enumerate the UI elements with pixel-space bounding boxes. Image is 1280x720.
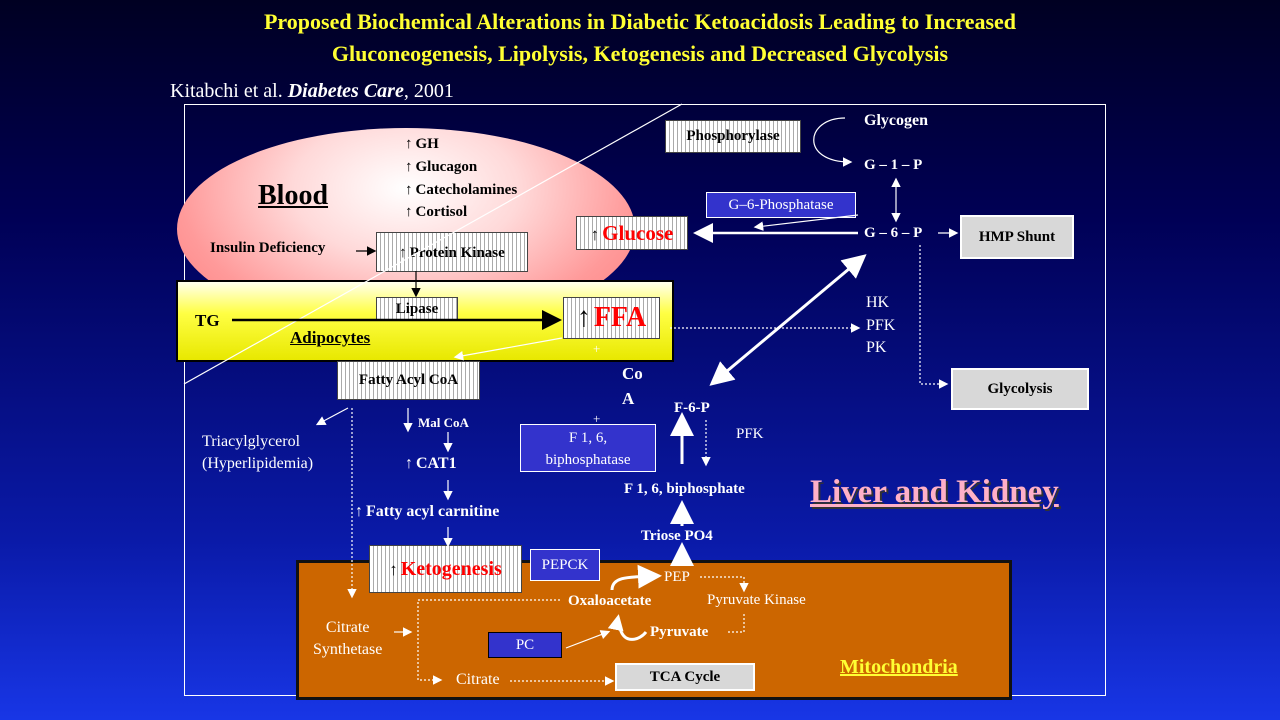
g6phosphatase-arrow [753, 214, 859, 231]
hormone-glucagon: ↑Glucagon [405, 159, 478, 175]
protein-kinase-box: ↑Protein Kinase [376, 232, 528, 272]
pep-label: PEP [664, 569, 690, 585]
hormone-gh: ↑GH [405, 136, 439, 152]
fatty-acyl-coa-to-tg-arrow [315, 407, 349, 426]
hyperlipidemia-label: (Hyperlipidemia) [202, 455, 314, 472]
tg-label: TG [195, 311, 220, 330]
f16-biphosphatase-line-1: F 1, 6, [568, 430, 608, 446]
pep-to-pyruvate-kinase-dotted [700, 576, 749, 593]
pfk-label: PFK [736, 426, 764, 442]
citation: Kitabchi et al. Diabetes Care, 2001 [170, 80, 454, 103]
fatty-acyl-coa-box: Fatty Acyl CoA [337, 361, 480, 400]
hmp-shunt-box: HMP Shunt [960, 215, 1074, 259]
tca-cycle-box: TCA Cycle [615, 663, 755, 691]
citation-journal: Diabetes Care [287, 80, 404, 102]
triose-po4-label: Triose PO4 [641, 528, 713, 544]
f16-biphosphatase-box: F 1, 6, biphosphatase [520, 424, 656, 472]
plus-sign-1: + [593, 341, 601, 356]
frame-diagonal-line [183, 103, 683, 385]
triacylglycerol-label: Triacylglycerol [202, 433, 301, 450]
up-arrow-icon: ↑ [405, 204, 413, 220]
cat1-label: ↑CAT1 [405, 455, 457, 472]
g1p-label: G – 1 – P [864, 157, 923, 173]
glycogen-label: Glycogen [864, 112, 928, 129]
insulin-deficiency: Insulin Deficiency [210, 240, 326, 256]
pyruvate-label: Pyruvate [650, 624, 709, 640]
citrate-synthetase-line-2: Synthetase [313, 641, 383, 658]
enzyme-pfk: PFK [866, 317, 896, 334]
up-arrow-icon: ↑ [590, 225, 600, 244]
pepck-box: PEPCK [530, 549, 600, 581]
enzyme-hk: HK [866, 294, 890, 311]
coa-label-a: A [622, 389, 635, 408]
pyruvate-kinase-label: Pyruvate Kinase [707, 592, 806, 608]
citrate-synthetase-line-1: Citrate [325, 619, 370, 636]
pyruvate-loop-curve [618, 627, 648, 641]
hormone-cortisol: ↑Cortisol [405, 204, 468, 220]
enzyme-pk: PK [866, 339, 887, 356]
ffa-to-fatty-acyl-coa-arrow [453, 337, 563, 361]
glycogen-to-g1p-curve [813, 117, 853, 167]
pc-to-pyruvate-arrow [565, 630, 611, 649]
adipocytes-label: Adipocytes [290, 328, 371, 347]
up-arrow-icon: ↑ [405, 159, 413, 175]
f16-biphosphate-label: F 1, 6, biphosphate [624, 481, 745, 497]
up-arrow-icon: ↑ [389, 560, 398, 579]
pyruvate-kinase-to-pyruvate-dotted [728, 614, 745, 633]
citrate-synthetase-label: Citrate Synthetase [313, 617, 382, 661]
g6p-to-f6p-double-arrow [709, 254, 867, 386]
slide-title-line-1: Proposed Biochemical Alterations in Diab… [263, 9, 1017, 34]
citation-year: , 2001 [403, 80, 454, 102]
up-arrow-icon: ↑ [355, 503, 363, 520]
citation-authors: Kitabchi et al. [170, 80, 283, 102]
coa-label-co: Co [622, 364, 643, 383]
pyruvate-to-oxaloacetate-arrow [607, 614, 624, 632]
pc-box: PC [488, 632, 562, 658]
fatty-acyl-carnitine-label: ↑Fatty acyl carnitine [355, 503, 500, 520]
g6p-to-glycolysis-dotted [919, 245, 949, 389]
hormone-catecholamines: ↑Catecholamines [405, 182, 518, 198]
ketogenesis-box: ↑Ketogenesis [369, 545, 522, 593]
oxaloacetate-label: Oxaloacetate [568, 593, 652, 609]
liver-kidney-label: Liver and Kidney [810, 474, 1059, 510]
oxaloacetate-to-pep-curve [610, 564, 662, 591]
up-arrow-icon: ↑ [576, 302, 591, 333]
g6p-label: G – 6 – P [864, 225, 923, 241]
glucose-box: ↑Glucose [576, 216, 688, 250]
up-arrow-icon: ↑ [405, 182, 413, 198]
blood-label: Blood [258, 180, 329, 211]
up-arrow-icon: ↑ [405, 455, 413, 472]
citrate-label: Citrate [456, 671, 500, 688]
up-arrow-icon: ↑ [405, 136, 413, 152]
lipase-box: Lipase [376, 297, 458, 321]
f16-biphosphatase-line-2: biphosphatase [545, 452, 631, 468]
plus-sign-2: + [593, 411, 601, 426]
phosphorylase-box: Phosphorylase [665, 120, 801, 153]
mal-coa-label: Mal CoA [418, 415, 469, 430]
mitochondria-label: Mitochondria [840, 656, 958, 678]
ffa-box: ↑FFA [563, 297, 660, 339]
up-arrow-icon: ↑ [399, 245, 407, 261]
slide-title-line-2: Gluconeogenesis, Lipolysis, Ketogenesis … [331, 41, 949, 66]
g6-phosphatase-box: G–6-Phosphatase [706, 192, 856, 218]
oxaloacetate-to-citrate-dotted [417, 599, 560, 685]
glycolysis-box: Glycolysis [951, 368, 1089, 410]
